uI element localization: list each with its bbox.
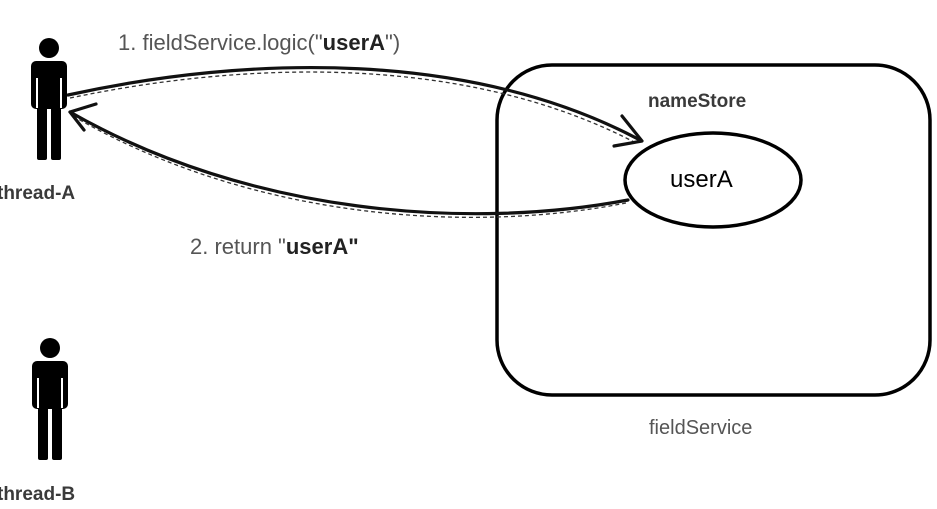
call-message-suffix: ") (385, 30, 401, 55)
name-store-ellipse (623, 131, 803, 229)
return-arrow (68, 110, 630, 216)
thread-b-label: thread-B (0, 484, 76, 505)
call-arrow (66, 66, 642, 142)
call-message-arg: userA (322, 30, 386, 55)
return-message-label: 2. return "userA" (190, 234, 359, 260)
return-arrowhead (68, 102, 98, 132)
field-service-label: fieldService (649, 417, 753, 439)
call-arrow-shadow (69, 71, 637, 144)
call-message-prefix: 1. fieldService.logic(" (118, 30, 323, 55)
return-message-prefix: 2. return " (190, 234, 286, 259)
stored-value-text: userA (670, 166, 733, 193)
thread-a-person-icon (31, 38, 67, 160)
return-message-value: userA" (285, 234, 359, 259)
thread-b-person-icon (32, 338, 68, 460)
return-arrow-shadow (72, 115, 627, 218)
thread-a-label: thread-A (0, 183, 76, 204)
field-service-box (495, 63, 932, 397)
call-arrowhead (612, 114, 644, 148)
name-store-label: nameStore (648, 91, 747, 112)
call-message-label: 1. fieldService.logic("userA") (118, 30, 400, 56)
